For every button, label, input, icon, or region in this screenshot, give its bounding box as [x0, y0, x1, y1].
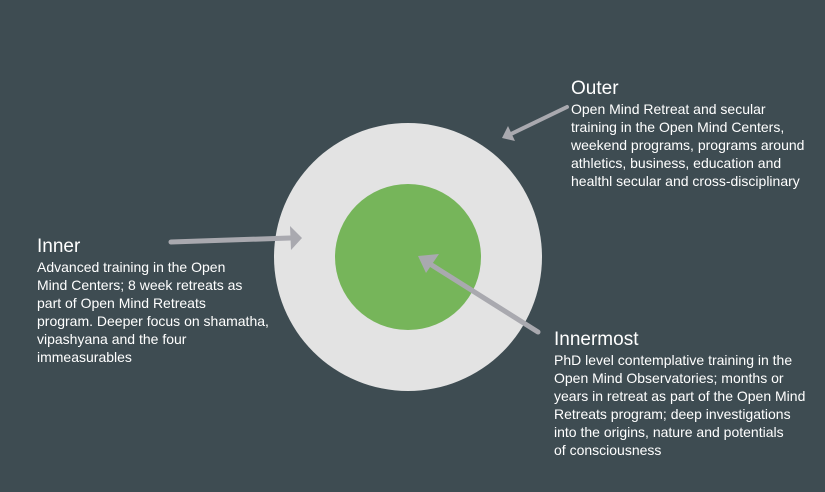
- inner-description: Advanced training in the Open Mind Cente…: [37, 259, 269, 365]
- innermost-title: Innermost: [554, 329, 639, 350]
- inner-arrow: [168, 226, 302, 250]
- outer-arrow: [502, 105, 569, 141]
- outer-label: Outer Open Mind Retreat and secular trai…: [571, 78, 825, 190]
- innermost-arrow: [418, 254, 541, 335]
- inner-title: Inner: [37, 236, 81, 257]
- innermost-description: PhD level contemplative training in the …: [554, 352, 806, 458]
- outer-description: Open Mind Retreat and secular training i…: [571, 101, 805, 189]
- inner-label: Inner Advanced training in the Open Mind…: [37, 236, 292, 366]
- outer-title: Outer: [571, 78, 619, 99]
- innermost-label: Innermost PhD level contemplative traini…: [554, 329, 825, 459]
- inner-circle: [335, 184, 481, 330]
